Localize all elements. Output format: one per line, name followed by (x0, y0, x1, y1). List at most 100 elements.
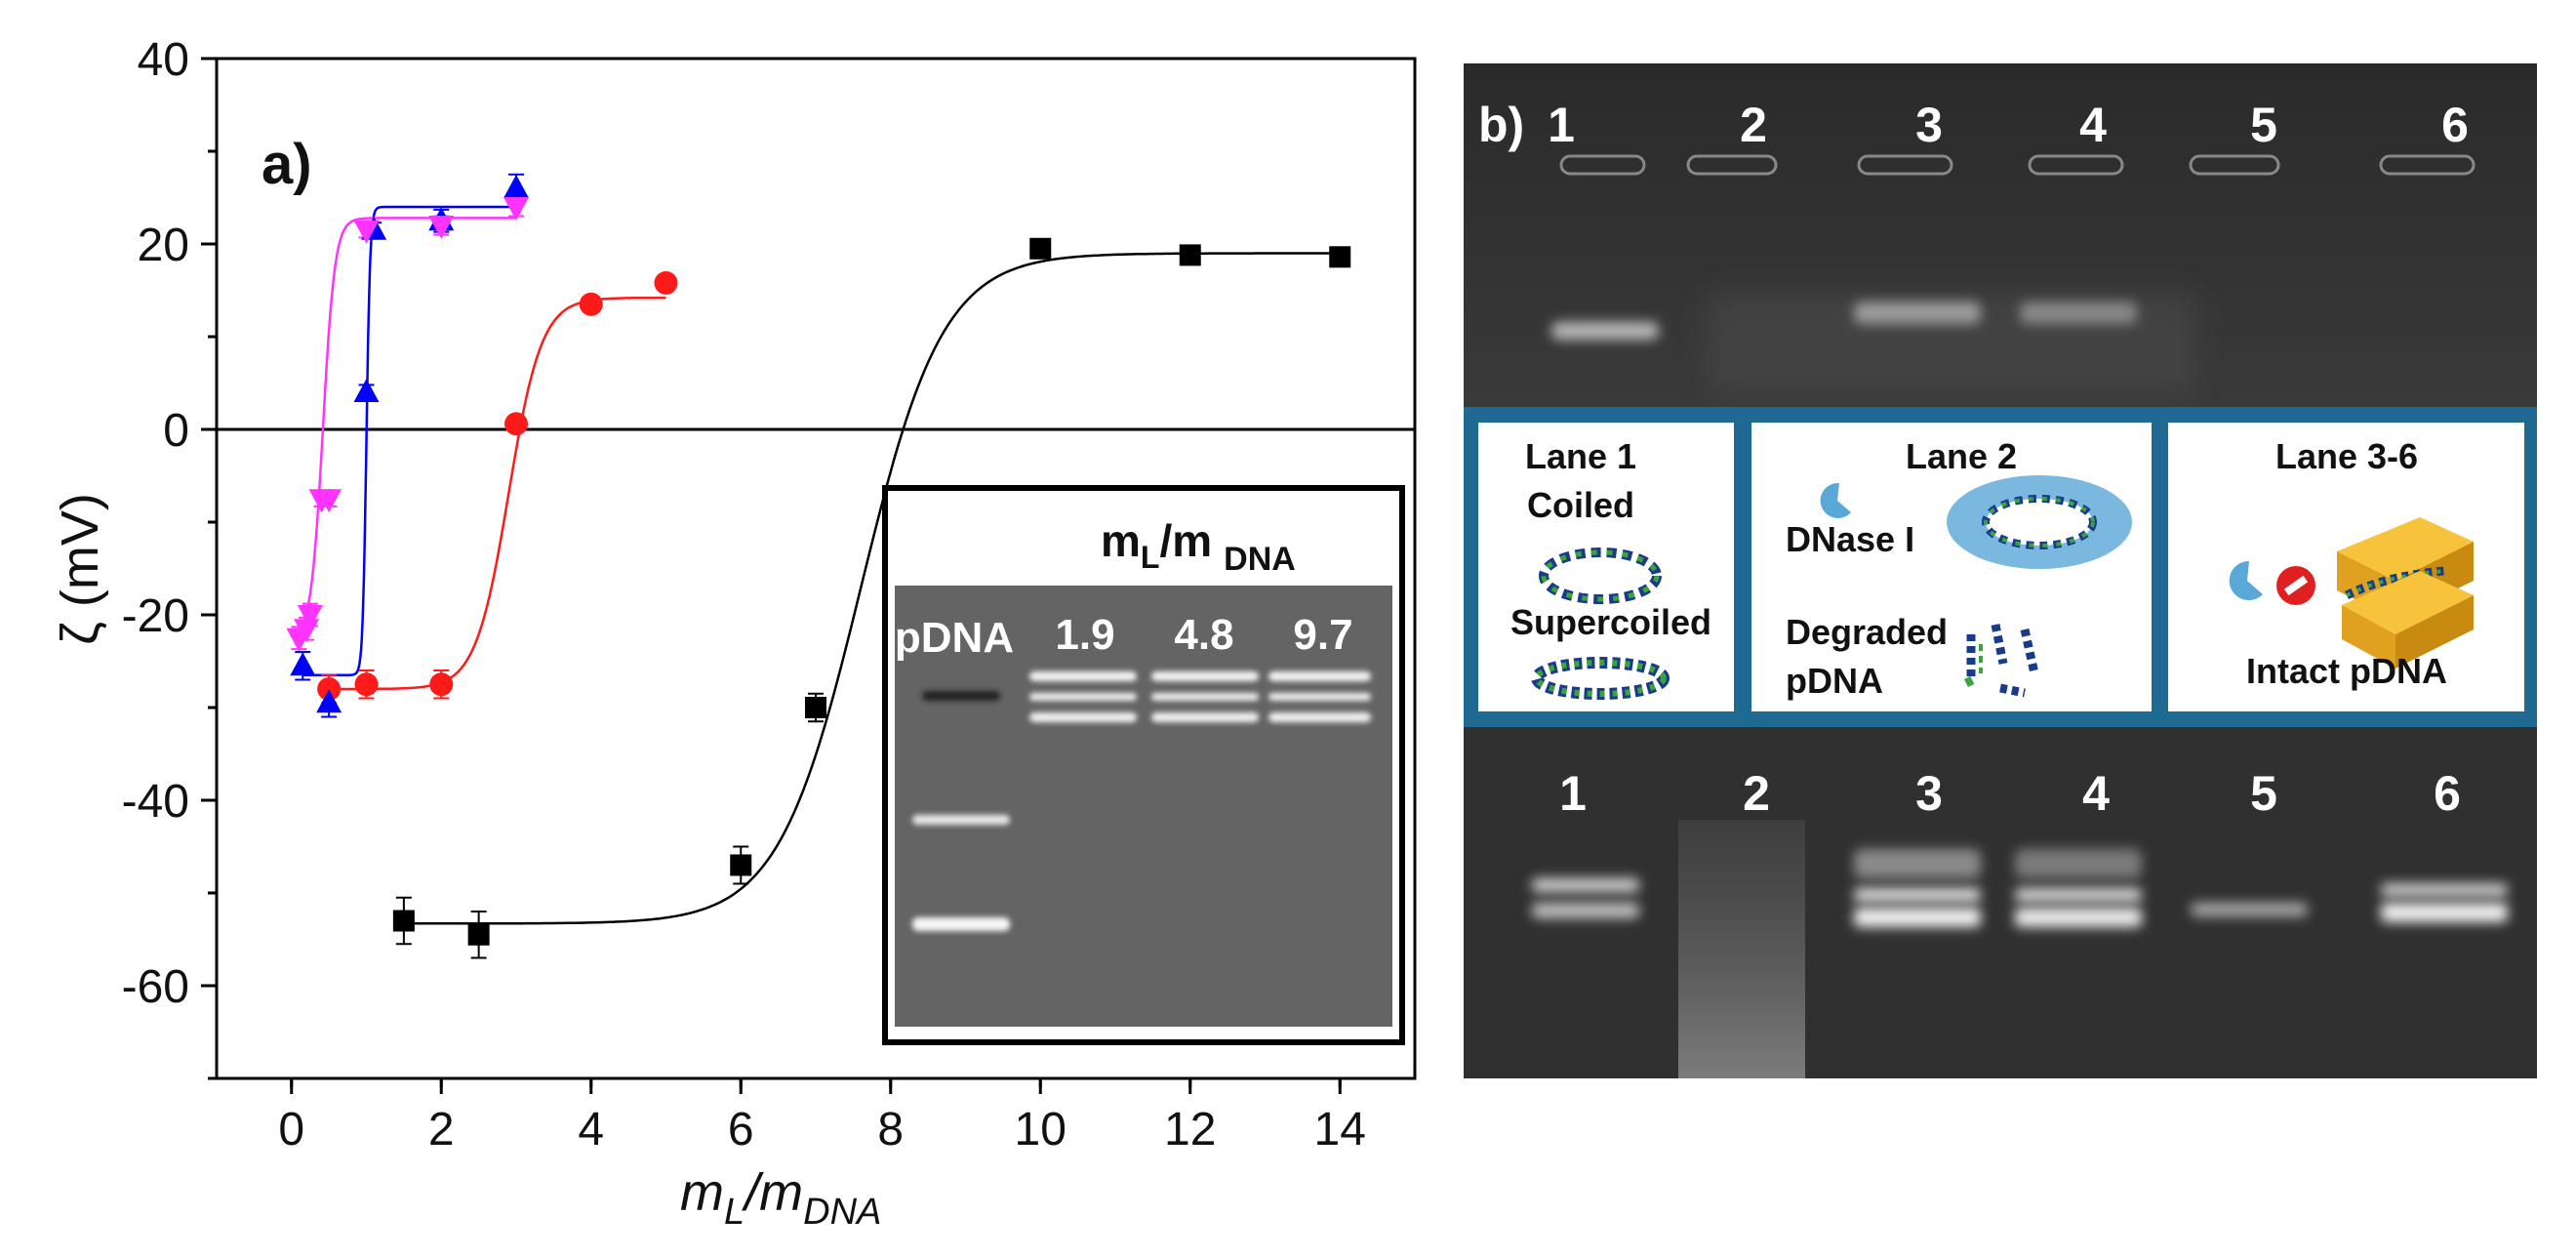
x-tick-label: 14 (1314, 1104, 1366, 1156)
band (2015, 908, 2142, 927)
well (2028, 154, 2124, 176)
band (1029, 671, 1137, 681)
data-point-triangle-down (353, 220, 380, 244)
inset-lane-4.8: 4.8 (1174, 611, 1233, 659)
legend-title: Lane 1 (1525, 436, 1636, 476)
band (1551, 322, 1659, 340)
band (922, 691, 1000, 701)
legend-box-lane2: Lane 2 DNase I Degraded pDNA (1751, 423, 2152, 711)
bottom-lane-5: 5 (2250, 766, 2277, 821)
data-point-triangle-down (428, 216, 455, 239)
band (1268, 693, 1371, 701)
data-point-triangle-up (503, 175, 529, 198)
data-point-triangle-down (294, 619, 320, 643)
top-lane-2: 2 (1740, 98, 1767, 152)
data-point-circle (429, 672, 454, 697)
data-point-triangle-up (316, 689, 342, 713)
coiled-dna-strand (1541, 549, 1660, 602)
y-tick-label: -40 (122, 776, 189, 828)
bottom-gel-image (1464, 727, 2537, 1078)
well (1686, 154, 1778, 176)
band (912, 917, 1010, 931)
x-tick-label: 12 (1164, 1104, 1216, 1156)
legend-coiled: Coiled (1527, 485, 1634, 525)
panel-a-label: a) (262, 133, 312, 196)
data-point-circle (654, 270, 678, 295)
data-point-square (1329, 246, 1351, 268)
band (1268, 712, 1371, 722)
band (1854, 888, 1981, 902)
well (2379, 154, 2475, 176)
data-point-triangle-down (297, 605, 323, 628)
band (1151, 671, 1259, 681)
data-point-square (467, 923, 490, 946)
band (1029, 693, 1137, 701)
x-tick-label: 2 (428, 1104, 455, 1156)
band (2015, 888, 2142, 902)
bottom-lane-1: 1 (1559, 766, 1587, 821)
y-tick-label: 0 (163, 405, 189, 457)
band (1151, 693, 1259, 701)
dnase-bound-dna-icon (1947, 475, 2132, 569)
band (2015, 849, 2142, 878)
data-point-square (1179, 244, 1201, 266)
top-lane-4: 4 (2079, 98, 2107, 152)
data-point-circle (579, 292, 603, 316)
band (912, 815, 1010, 825)
dnase-icon (2229, 560, 2263, 600)
legend-degraded: Degraded (1786, 612, 1948, 652)
x-tick-label: 0 (278, 1104, 304, 1156)
data-point-circle (354, 672, 379, 697)
top-lane-3: 3 (1915, 98, 1943, 152)
fit-curve-3 (298, 217, 516, 631)
band (1854, 908, 1981, 927)
legend-box-lane1: Lane 1 Coiled Supercoiled (1478, 423, 1734, 711)
bottom-lane-6: 6 (2434, 766, 2461, 821)
inset-lane-pdna: pDNA (895, 614, 1014, 662)
inset-lane-9.7: 9.7 (1293, 611, 1352, 659)
inset-bands (912, 671, 1371, 931)
inset-lane-1.9: 1.9 (1055, 611, 1114, 659)
top-lane-1: 1 (1548, 98, 1575, 152)
x-tick-label: 6 (728, 1104, 754, 1156)
x-tick-label: 4 (578, 1104, 604, 1156)
data-point-square (1029, 237, 1052, 260)
y-axis-label: ζ (mV) (51, 493, 109, 645)
top-gel-wells (1559, 154, 2475, 176)
legend-box-lane3-6: Lane 3-6 Intact pDNA (2168, 423, 2524, 711)
fit-curve-1 (329, 296, 666, 691)
well (1559, 154, 1646, 176)
data-point-triangle-down (503, 197, 529, 221)
y-tick-label: 40 (138, 34, 189, 86)
inset-gel-shading (895, 586, 1392, 1027)
inset-gel-image (895, 586, 1392, 1027)
band (1029, 712, 1137, 722)
bottom-lane-4: 4 (2082, 766, 2110, 821)
data-point-square (392, 910, 415, 932)
data-point-triangle-up (290, 652, 316, 676)
legend-pdna: pDNA (1786, 661, 1883, 701)
well (1857, 154, 1953, 176)
y-tick-label: 20 (138, 220, 189, 271)
legend-title: Lane 2 (1906, 436, 2017, 476)
fit-curve-2 (302, 205, 516, 676)
top-gel-bands (1551, 293, 2195, 390)
no-entry-bar (2283, 575, 2309, 596)
y-tick-label: -20 (122, 590, 189, 642)
fit-curves (298, 205, 1341, 925)
x-axis-label: mL/mDNA (680, 1163, 881, 1233)
bottom-gel-bands (1532, 849, 2508, 927)
bottom-lane-2: 2 (1743, 766, 1770, 821)
band (1532, 878, 1639, 892)
degraded-dna-icon (1963, 624, 2039, 698)
gel-electrophoresis-panel: b) 1 2 3 4 5 6 Lane 1 Coiled Supercoiled… (1464, 63, 2537, 1078)
data-markers (286, 175, 1351, 946)
well (2189, 154, 2280, 176)
band (2191, 903, 2308, 916)
dnase-icon (1820, 482, 1851, 518)
bottom-lane-numbers: 1 2 3 4 5 6 (1559, 766, 2461, 821)
bottom-lane-3: 3 (1915, 766, 1943, 821)
